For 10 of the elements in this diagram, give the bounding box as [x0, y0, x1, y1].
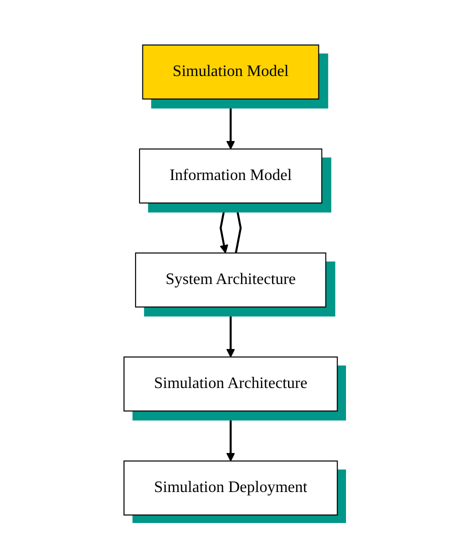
arrow — [226, 99, 236, 150]
node-box: System Architecture — [135, 252, 327, 308]
arrow — [226, 411, 236, 462]
node-box: Information Model — [139, 148, 323, 204]
node-box: Simulation Architecture — [124, 356, 338, 412]
arrow — [226, 307, 236, 358]
node-box: Simulation Model — [142, 44, 320, 100]
arrow — [233, 202, 242, 254]
arrow — [220, 202, 229, 254]
node-box: Simulation Deployment — [124, 460, 338, 516]
